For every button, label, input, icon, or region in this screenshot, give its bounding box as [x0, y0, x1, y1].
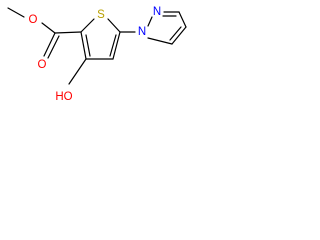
hydroxy-label: HO — [55, 91, 72, 103]
pyrazole-n2-label: N — [153, 6, 161, 18]
bond-lines — [7, 7, 187, 85]
chemical-structure-diagram: O O S N N HO — [7, 6, 187, 103]
thiophene-sulfur-label: S — [97, 9, 105, 21]
bond-methyl-oxygen — [7, 7, 25, 18]
pyrazole-n1-label: N — [138, 26, 146, 38]
bond-c2-c3 — [80, 31, 87, 60]
carbonyl-oxygen-label: O — [38, 59, 47, 71]
bond-carbonyl-c2 — [54, 31, 82, 34]
bond-c4p-c5p-a — [171, 26, 187, 45]
bond-c4p-c5p-b — [169, 26, 182, 41]
atom-labels: O O S N N HO — [29, 6, 162, 103]
bond-sulfur-c5 — [107, 18, 121, 33]
bond-c2-c3-inner — [85, 34, 91, 57]
bond-n1-n2 — [147, 16, 153, 27]
bond-c4-c5 — [112, 31, 121, 60]
bond-c3-hydroxy — [68, 58, 87, 85]
bond-c5p-n1 — [147, 37, 173, 45]
ester-oxygen-label: O — [29, 14, 38, 26]
bond-ether-oxygen-carbonyl — [41, 22, 56, 34]
bond-c4-c5-inner — [109, 34, 117, 57]
bond-c2-sulfur — [80, 18, 95, 33]
bond-carbonyl-double-b — [47, 35, 60, 59]
bond-c3p-c4p — [178, 11, 187, 28]
bond-carbonyl-double-a — [43, 32, 56, 57]
